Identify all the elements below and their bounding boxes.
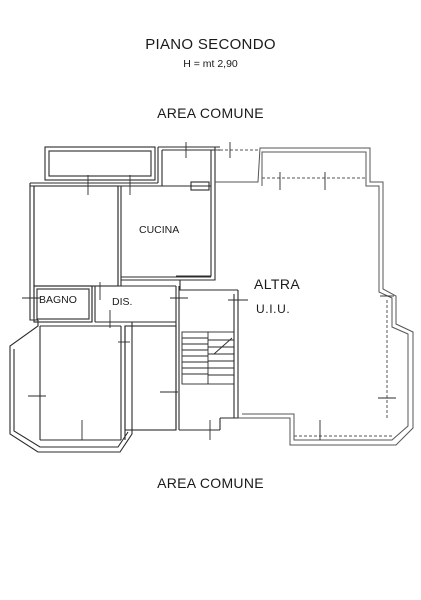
top-balcony (44, 146, 156, 181)
area-comune-bottom-label: AREA COMUNE (157, 475, 264, 491)
staircase (181, 331, 235, 385)
room-label-uiu: U.I.U. (256, 302, 291, 316)
height-note: H = mt 2,90 (183, 58, 238, 70)
room-bagno-dis (33, 285, 180, 430)
room-cucina (121, 181, 211, 281)
room-left-bottom (9, 320, 177, 453)
room-label-altra: ALTRA (254, 276, 301, 292)
area-comune-top-label: AREA COMUNE (157, 105, 264, 121)
other-unit (215, 147, 414, 446)
room-label-dis: DIS. (112, 296, 133, 308)
plan-title: PIANO SECONDO (145, 36, 276, 53)
stair-core-walls (179, 289, 239, 431)
room-label-cucina: CUCINA (139, 224, 180, 236)
opening-marks (22, 142, 396, 440)
room-label-bagno: BAGNO (39, 294, 77, 306)
room-left-top (33, 185, 122, 287)
